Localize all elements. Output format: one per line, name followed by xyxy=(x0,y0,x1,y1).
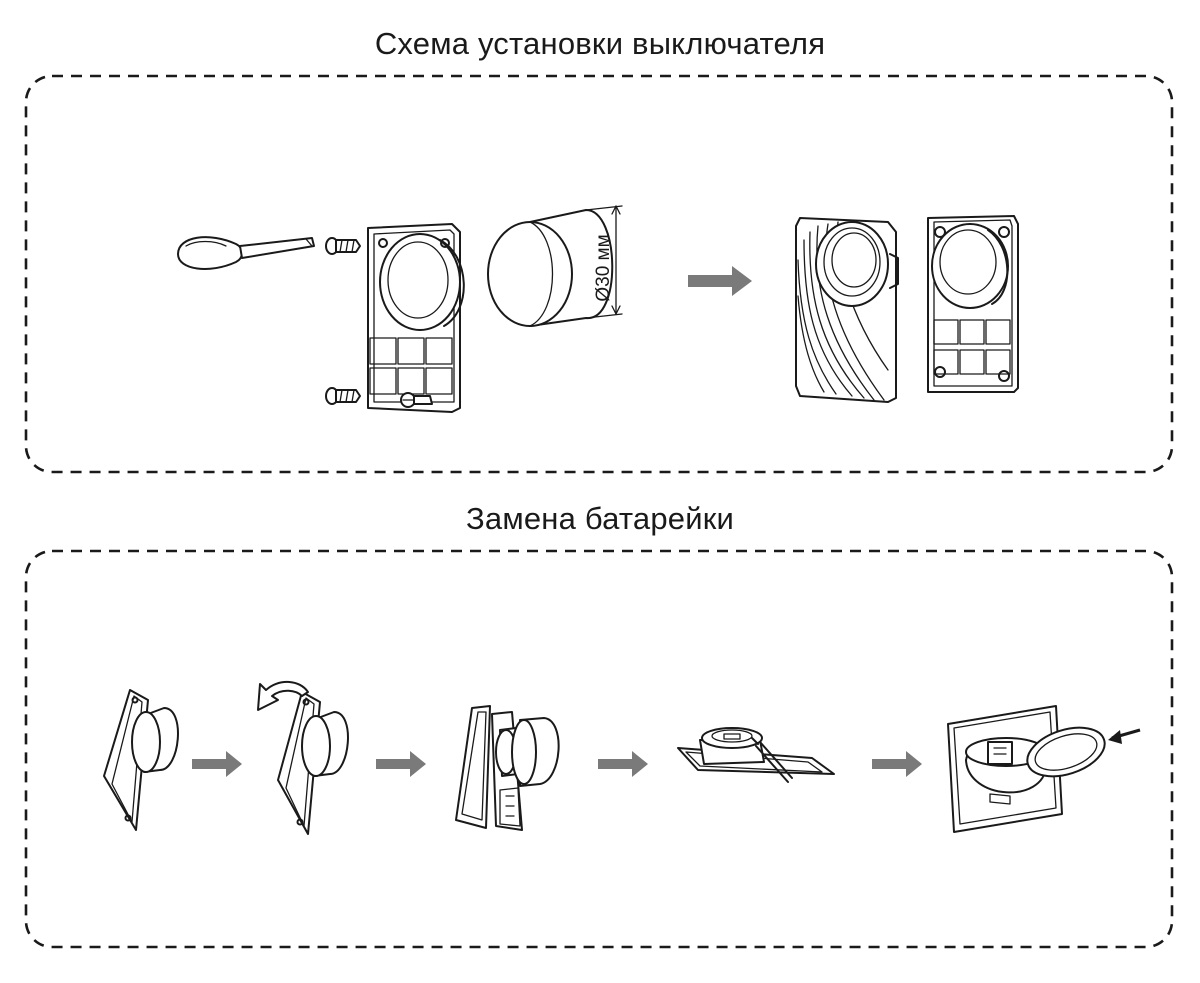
screw-bottom-icon xyxy=(325,387,361,405)
battery-step-2 xyxy=(277,691,349,835)
battery-step-1 xyxy=(103,689,179,831)
insert-arrow-icon xyxy=(1108,728,1141,744)
base-plate-grid xyxy=(933,319,1011,375)
switch-cover xyxy=(795,217,899,403)
section-title-install: Схема установки выключателя xyxy=(374,26,826,61)
coin-battery-icon xyxy=(1026,726,1106,778)
battery-step-3 xyxy=(455,705,560,831)
switch-base-plate xyxy=(927,215,1019,393)
arrow-battery-3 xyxy=(598,751,648,777)
diameter-dimension: Ø30 мм xyxy=(585,205,623,319)
screw-top-icon xyxy=(325,237,361,255)
arrow-battery-1 xyxy=(192,751,242,777)
arrow-step-install xyxy=(688,266,752,296)
battery-step-5 xyxy=(947,705,1063,833)
battery-step-4 xyxy=(677,727,835,783)
rotate-arrow-icon xyxy=(257,681,309,711)
section-title-battery: Замена батарейки xyxy=(465,501,735,536)
arrow-battery-4 xyxy=(872,751,922,777)
mounting-plate-grid xyxy=(369,337,453,395)
switch-cylinder xyxy=(487,209,614,327)
mounting-plate xyxy=(367,223,465,413)
screw-plate-icon xyxy=(400,392,433,408)
screwdriver-icon xyxy=(177,236,315,270)
diameter-label: Ø30 мм xyxy=(593,234,614,301)
arrow-battery-2 xyxy=(376,751,426,777)
